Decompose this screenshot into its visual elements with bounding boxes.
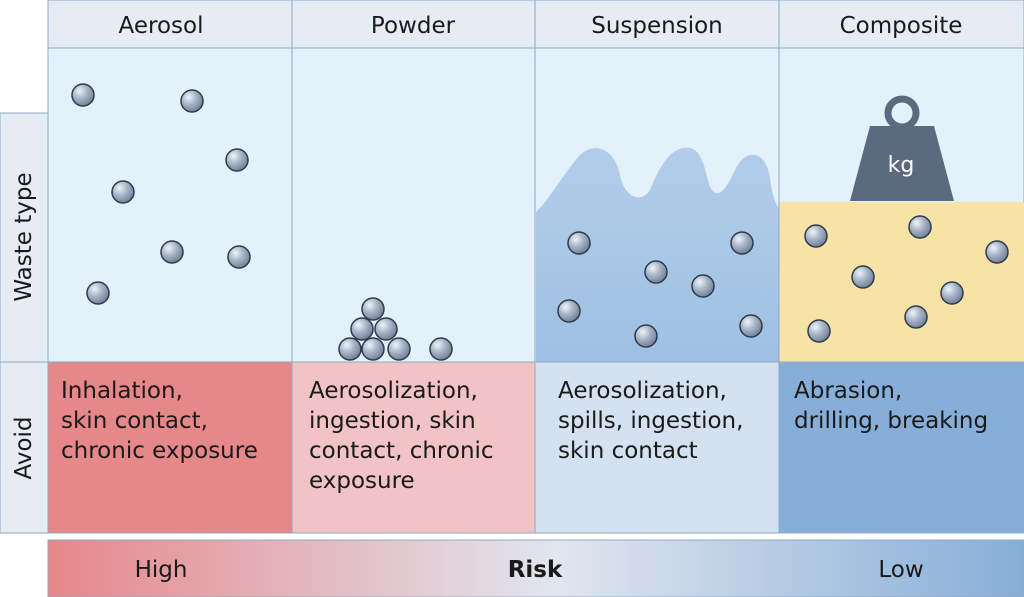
row-labels: Waste type Avoid: [0, 112, 49, 534]
particle: [691, 274, 715, 298]
avoid-row: Inhalation, skin contact, chronic exposu…: [47, 361, 1024, 534]
avoid-powder-cell: [291, 361, 536, 534]
powder-waste-cell: [291, 47, 536, 363]
particle: [71, 83, 95, 107]
avoid-powder-text: Aerosolization, ingestion, skin contact,…: [309, 378, 501, 494]
weight-icon: kg: [850, 95, 954, 201]
particle: [807, 319, 831, 343]
particle: [387, 337, 411, 361]
particle: [86, 281, 110, 305]
header-aerosol: Aerosol: [119, 13, 204, 39]
particle: [338, 337, 362, 361]
risk-gradient-bar: [47, 539, 1024, 597]
particle: [634, 324, 658, 348]
waste-type-label-cell: [0, 112, 49, 363]
particle: [644, 260, 668, 284]
waste-type-row: kg: [47, 47, 1024, 363]
composite-particles: [804, 215, 1009, 343]
risk-title: Risk: [508, 557, 563, 583]
particle: [851, 265, 875, 289]
header-composite: Composite: [840, 13, 963, 39]
particle: [227, 245, 251, 269]
header-suspension-cell: [534, 0, 780, 49]
risk-bar: High Risk Low: [47, 539, 1024, 597]
particle: [908, 215, 932, 239]
risk-high-label: High: [135, 557, 188, 583]
avoid-aerosol-cell: [47, 361, 293, 534]
particle: [904, 305, 928, 329]
particle: [361, 297, 385, 321]
header-aerosol-cell: [47, 0, 293, 49]
particle: [730, 231, 754, 255]
header-row: Aerosol Powder Suspension Composite: [47, 0, 1024, 49]
header-powder-cell: [291, 0, 536, 49]
particle: [225, 148, 249, 172]
avoid-aerosol-text: Inhalation, skin contact, chronic exposu…: [61, 378, 258, 464]
particle: [180, 89, 204, 113]
avoid-composite-cell: [778, 361, 1024, 534]
avoid-suspension-cell: [534, 361, 780, 534]
avoid-suspension-text: Aerosolization, spills, ingestion, skin …: [558, 378, 751, 464]
aerosol-particles: [71, 83, 251, 305]
particle: [361, 337, 385, 361]
particle: [111, 180, 135, 204]
header-suspension: Suspension: [591, 13, 723, 39]
risk-low-label: Low: [878, 557, 923, 583]
avoid-label: Avoid: [11, 416, 37, 479]
header-powder: Powder: [371, 13, 456, 39]
suspension-particles: [557, 231, 763, 348]
particle: [160, 240, 184, 264]
particle: [985, 240, 1009, 264]
particle: [940, 281, 964, 305]
particle: [374, 317, 398, 341]
weight-label: kg: [888, 153, 915, 178]
header-composite-cell: [778, 0, 1024, 49]
powder-particles: [338, 297, 453, 361]
particle: [567, 231, 591, 255]
particle: [804, 224, 828, 248]
waste-type-label: Waste type: [11, 172, 37, 301]
particle: [429, 337, 453, 361]
particle: [739, 314, 763, 338]
avoid-composite-text: Abrasion, drilling, breaking: [794, 378, 988, 434]
particle: [557, 299, 581, 323]
particle: [350, 317, 374, 341]
suspension-liquid-waves: [536, 147, 779, 362]
